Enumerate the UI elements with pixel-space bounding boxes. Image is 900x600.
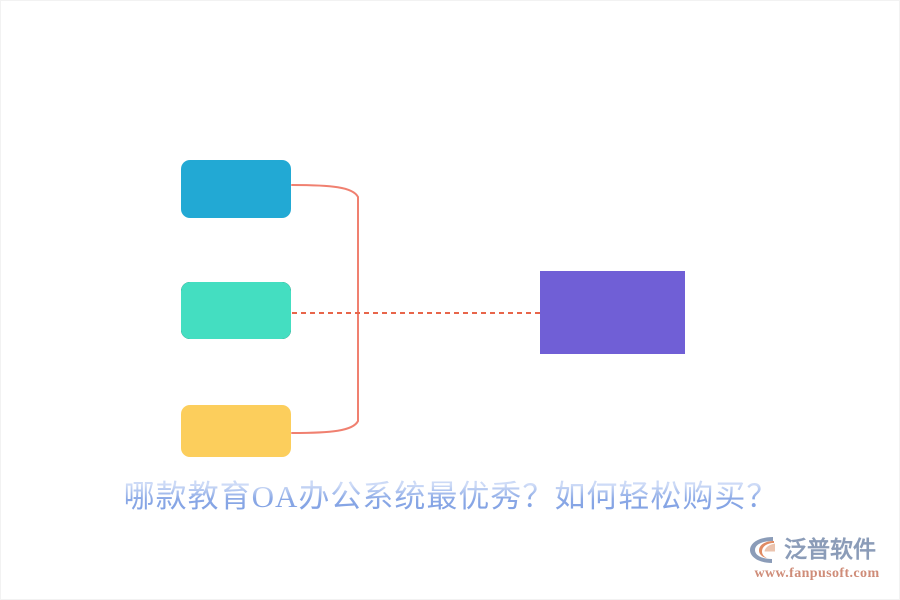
node-purple[interactable]	[540, 271, 685, 354]
watermark: 泛普软件 www.fanpusoft.com	[749, 533, 885, 587]
node-blue[interactable]	[181, 160, 291, 218]
page-title: 哪款教育OA办公系统最优秀？如何轻松购买？	[1, 471, 899, 516]
bracket-connector-path	[291, 184, 359, 434]
watermark-url: www.fanpusoft.com	[754, 566, 880, 581]
node-green-fill[interactable]	[181, 282, 291, 339]
fanpu-logo-icon	[750, 537, 775, 563]
watermark-brand-row: 泛普软件	[749, 533, 885, 565]
node-yellow[interactable]	[181, 405, 291, 457]
watermark-brand: 泛普软件	[784, 536, 876, 562]
